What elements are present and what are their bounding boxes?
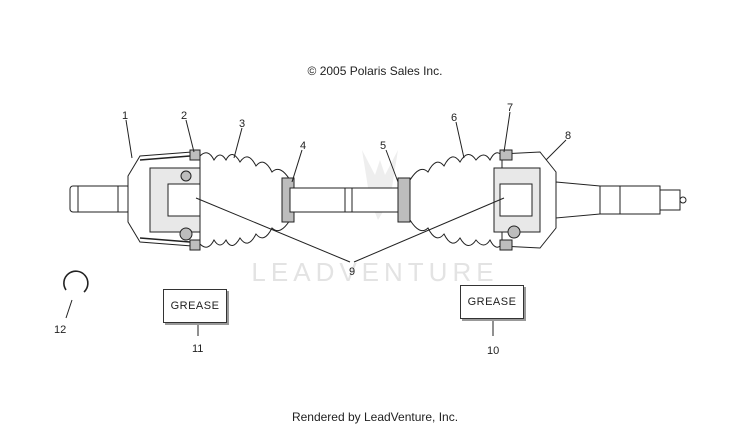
snap-ring-part — [63, 270, 89, 293]
left-stub-shaft — [69, 185, 131, 213]
watermark-text: LEADVENTURE — [251, 257, 498, 287]
right-stub-shaft — [555, 181, 687, 219]
right-housing — [493, 149, 557, 251]
callout-7: 7 — [507, 102, 513, 114]
callout-11: 11 — [192, 343, 203, 355]
footer-credit: Rendered by LeadVenture, Inc. — [291, 410, 459, 424]
callout-1: 1 — [122, 110, 128, 122]
left-housing — [127, 149, 207, 251]
callout-4: 4 — [300, 140, 306, 152]
copyright-text: © 2005 Polaris Sales Inc. — [307, 64, 443, 78]
grease-label-left: GREASE — [163, 289, 227, 323]
callout-2: 2 — [181, 110, 187, 122]
main-shaft — [289, 187, 411, 213]
callout-8: 8 — [565, 130, 571, 142]
callout-5: 5 — [380, 140, 386, 152]
grease-label-right: GREASE — [460, 285, 524, 319]
callout-9: 9 — [349, 266, 355, 278]
callout-10: 10 — [487, 345, 499, 357]
leader-lines — [65, 111, 567, 336]
right-boot — [397, 152, 503, 248]
callout-6: 6 — [451, 112, 457, 124]
callout-3: 3 — [239, 118, 245, 130]
callout-numbers: 1 2 3 4 5 6 7 8 9 10 11 12 — [54, 102, 571, 357]
callout-12: 12 — [54, 324, 66, 336]
